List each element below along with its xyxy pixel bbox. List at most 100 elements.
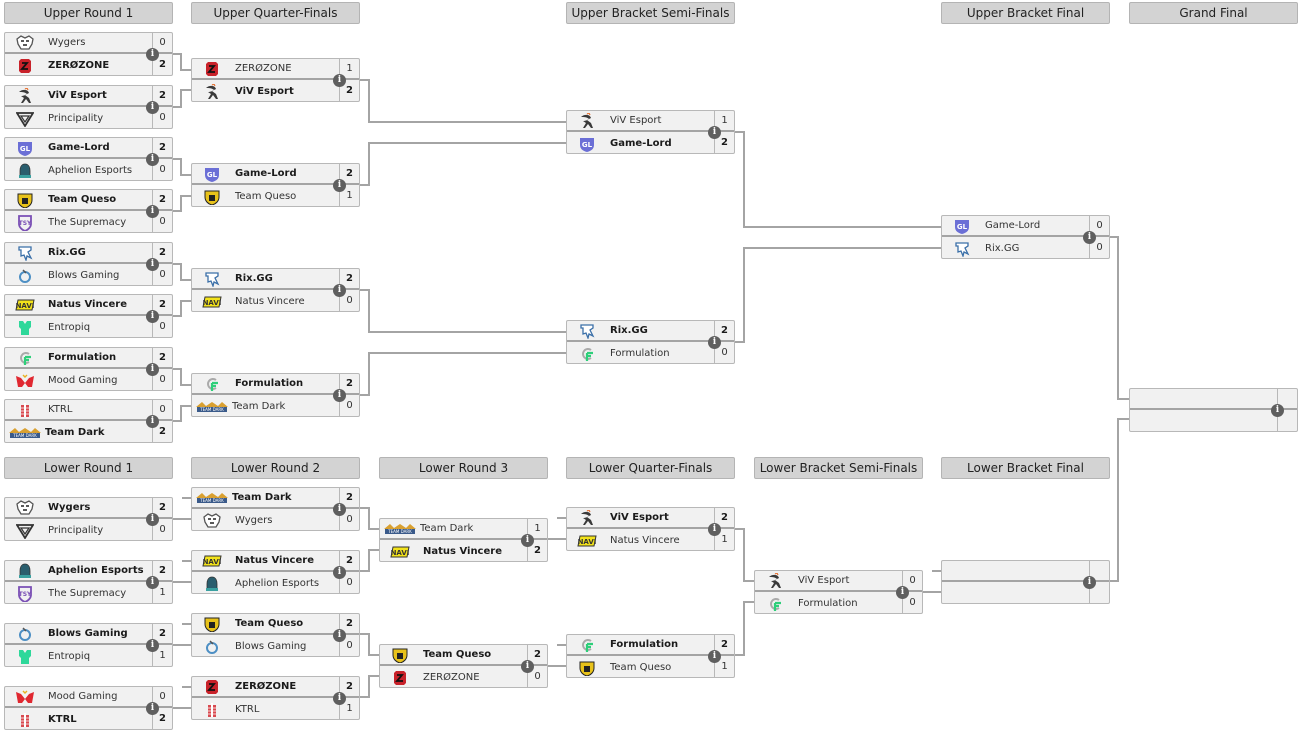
match-card-lsf-1[interactable]: ViV Esport 0 Formulation 0 i [754, 570, 923, 614]
team-row[interactable]: Entropiq 0 [5, 317, 172, 338]
match-info-icon[interactable]: i [708, 650, 721, 663]
match-info-icon[interactable]: i [146, 363, 159, 376]
match-info-icon[interactable]: i [146, 702, 159, 715]
match-info-icon[interactable]: i [708, 523, 721, 536]
team-row[interactable]: Team Queso 2 [192, 614, 359, 635]
team-row[interactable]: Wygers 0 [5, 33, 172, 54]
match-info-icon[interactable]: i [1271, 404, 1284, 417]
team-row[interactable] [1130, 411, 1297, 432]
team-row[interactable]: KTRL 1 [192, 699, 359, 720]
team-row[interactable]: Rix.GG 0 [942, 238, 1109, 259]
match-card-usf-1[interactable]: ViV Esport 1 GL Game-Lord 2 i [566, 110, 735, 154]
team-row[interactable]: Aphelion Esports 0 [5, 160, 172, 181]
match-card-lr3-1[interactable]: TEAM DARK Team Dark 1 NAVI Natus Vincere… [379, 518, 548, 562]
team-row[interactable]: Entropiq 1 [5, 646, 172, 667]
team-row[interactable] [1130, 389, 1297, 410]
match-info-icon[interactable]: i [333, 179, 346, 192]
team-row[interactable]: Team Queso 1 [192, 186, 359, 207]
match-info-icon[interactable]: i [146, 639, 159, 652]
team-row[interactable]: TSY The Supremacy 1 [5, 583, 172, 604]
team-row[interactable]: ViV Esport 2 [567, 508, 734, 529]
match-info-icon[interactable]: i [521, 534, 534, 547]
team-row[interactable]: Principality 0 [5, 520, 172, 541]
team-row[interactable]: Aphelion Esports 0 [192, 573, 359, 594]
team-row[interactable]: ViV Esport 2 [5, 86, 172, 107]
match-card-lr1-1[interactable]: Wygers 2 Principality 0 i [4, 497, 173, 541]
team-row[interactable]: Formulation 2 [567, 635, 734, 656]
match-info-icon[interactable]: i [146, 153, 159, 166]
team-row[interactable]: ZERØZONE 2 [5, 55, 172, 76]
team-row[interactable]: Blows Gaming 0 [5, 265, 172, 286]
team-row[interactable]: ViV Esport 1 [567, 111, 734, 132]
match-card-ur1-1[interactable]: Wygers 0 ZERØZONE 2 i [4, 32, 173, 76]
match-card-lqf-1[interactable]: ViV Esport 2 NAVI Natus Vincere 1 i [566, 507, 735, 551]
match-info-icon[interactable]: i [146, 576, 159, 589]
team-row[interactable]: Principality 0 [5, 108, 172, 129]
team-row[interactable] [942, 561, 1109, 582]
team-row[interactable]: KTRL 2 [5, 709, 172, 730]
team-row[interactable]: Rix.GG 2 [192, 269, 359, 290]
match-info-icon[interactable]: i [333, 389, 346, 402]
team-row[interactable]: NAVI Natus Vincere 1 [567, 530, 734, 551]
match-info-icon[interactable]: i [896, 586, 909, 599]
team-row[interactable]: Rix.GG 2 [5, 243, 172, 264]
match-card-lr2-1[interactable]: TEAM DARK Team Dark 2 Wygers 0 i [191, 487, 360, 531]
team-row[interactable]: ZERØZONE 0 [380, 667, 547, 688]
team-row[interactable]: Aphelion Esports 2 [5, 561, 172, 582]
match-info-icon[interactable]: i [146, 415, 159, 428]
team-row[interactable]: Formulation 2 [192, 374, 359, 395]
team-row[interactable]: Formulation 2 [5, 348, 172, 369]
team-row[interactable]: Mood Gaming 0 [5, 687, 172, 708]
team-row[interactable]: TEAM DARK Team Dark 0 [192, 396, 359, 417]
team-row[interactable]: Team Queso 2 [380, 645, 547, 666]
match-card-ur1-3[interactable]: GL Game-Lord 2 Aphelion Esports 0 i [4, 137, 173, 181]
team-row[interactable]: GL Game-Lord 2 [567, 133, 734, 154]
team-row[interactable]: Blows Gaming 2 [5, 624, 172, 645]
match-card-lf-1[interactable]: i [941, 560, 1110, 604]
match-card-lr1-3[interactable]: Blows Gaming 2 Entropiq 1 i [4, 623, 173, 667]
team-row[interactable]: TSY The Supremacy 0 [5, 212, 172, 233]
team-row[interactable]: Formulation 0 [755, 593, 922, 614]
match-card-ur1-6[interactable]: NAVI Natus Vincere 2 Entropiq 0 i [4, 294, 173, 338]
match-info-icon[interactable]: i [1083, 576, 1096, 589]
team-row[interactable]: NAVI Natus Vincere 2 [192, 551, 359, 572]
team-row[interactable]: Blows Gaming 0 [192, 636, 359, 657]
match-info-icon[interactable]: i [146, 258, 159, 271]
match-info-icon[interactable]: i [333, 503, 346, 516]
match-card-lr1-2[interactable]: Aphelion Esports 2 TSY The Supremacy 1 i [4, 560, 173, 604]
team-row[interactable]: Wygers 0 [192, 510, 359, 531]
team-row[interactable]: NAVI Natus Vincere 2 [380, 541, 547, 562]
match-card-uqf-3[interactable]: Rix.GG 2 NAVI Natus Vincere 0 i [191, 268, 360, 312]
match-card-lr3-2[interactable]: Team Queso 2 ZERØZONE 0 i [379, 644, 548, 688]
match-card-uqf-1[interactable]: ZERØZONE 1 ViV Esport 2 i [191, 58, 360, 102]
match-card-ur1-7[interactable]: Formulation 2 Mood Gaming 0 i [4, 347, 173, 391]
match-info-icon[interactable]: i [333, 284, 346, 297]
match-info-icon[interactable]: i [146, 513, 159, 526]
match-info-icon[interactable]: i [146, 205, 159, 218]
match-card-uf-1[interactable]: GL Game-Lord 0 Rix.GG 0 i [941, 215, 1110, 259]
match-card-ur1-5[interactable]: Rix.GG 2 Blows Gaming 0 i [4, 242, 173, 286]
team-row[interactable]: ZERØZONE 1 [192, 59, 359, 80]
match-card-uqf-4[interactable]: Formulation 2 TEAM DARK Team Dark 0 i [191, 373, 360, 417]
match-card-lr2-4[interactable]: ZERØZONE 2 KTRL 1 i [191, 676, 360, 720]
match-info-icon[interactable]: i [521, 660, 534, 673]
team-row[interactable]: ViV Esport 2 [192, 81, 359, 102]
team-row[interactable]: GL Game-Lord 0 [942, 216, 1109, 237]
match-card-lqf-2[interactable]: Formulation 2 Team Queso 1 i [566, 634, 735, 678]
match-info-icon[interactable]: i [333, 566, 346, 579]
match-info-icon[interactable]: i [333, 74, 346, 87]
team-row[interactable]: TEAM DARK Team Dark 1 [380, 519, 547, 540]
team-row[interactable]: Wygers 2 [5, 498, 172, 519]
match-info-icon[interactable]: i [146, 310, 159, 323]
team-row[interactable] [942, 583, 1109, 604]
match-card-lr2-2[interactable]: NAVI Natus Vincere 2 Aphelion Esports 0 … [191, 550, 360, 594]
match-card-ur1-4[interactable]: Team Queso 2 TSY The Supremacy 0 i [4, 189, 173, 233]
match-info-icon[interactable]: i [333, 629, 346, 642]
match-card-gf-1[interactable]: i [1129, 388, 1298, 432]
team-row[interactable]: Mood Gaming 0 [5, 370, 172, 391]
match-card-uqf-2[interactable]: GL Game-Lord 2 Team Queso 1 i [191, 163, 360, 207]
team-row[interactable]: NAVI Natus Vincere 2 [5, 295, 172, 316]
match-info-icon[interactable]: i [708, 336, 721, 349]
team-row[interactable]: Team Queso 1 [567, 657, 734, 678]
team-row[interactable]: ViV Esport 0 [755, 571, 922, 592]
